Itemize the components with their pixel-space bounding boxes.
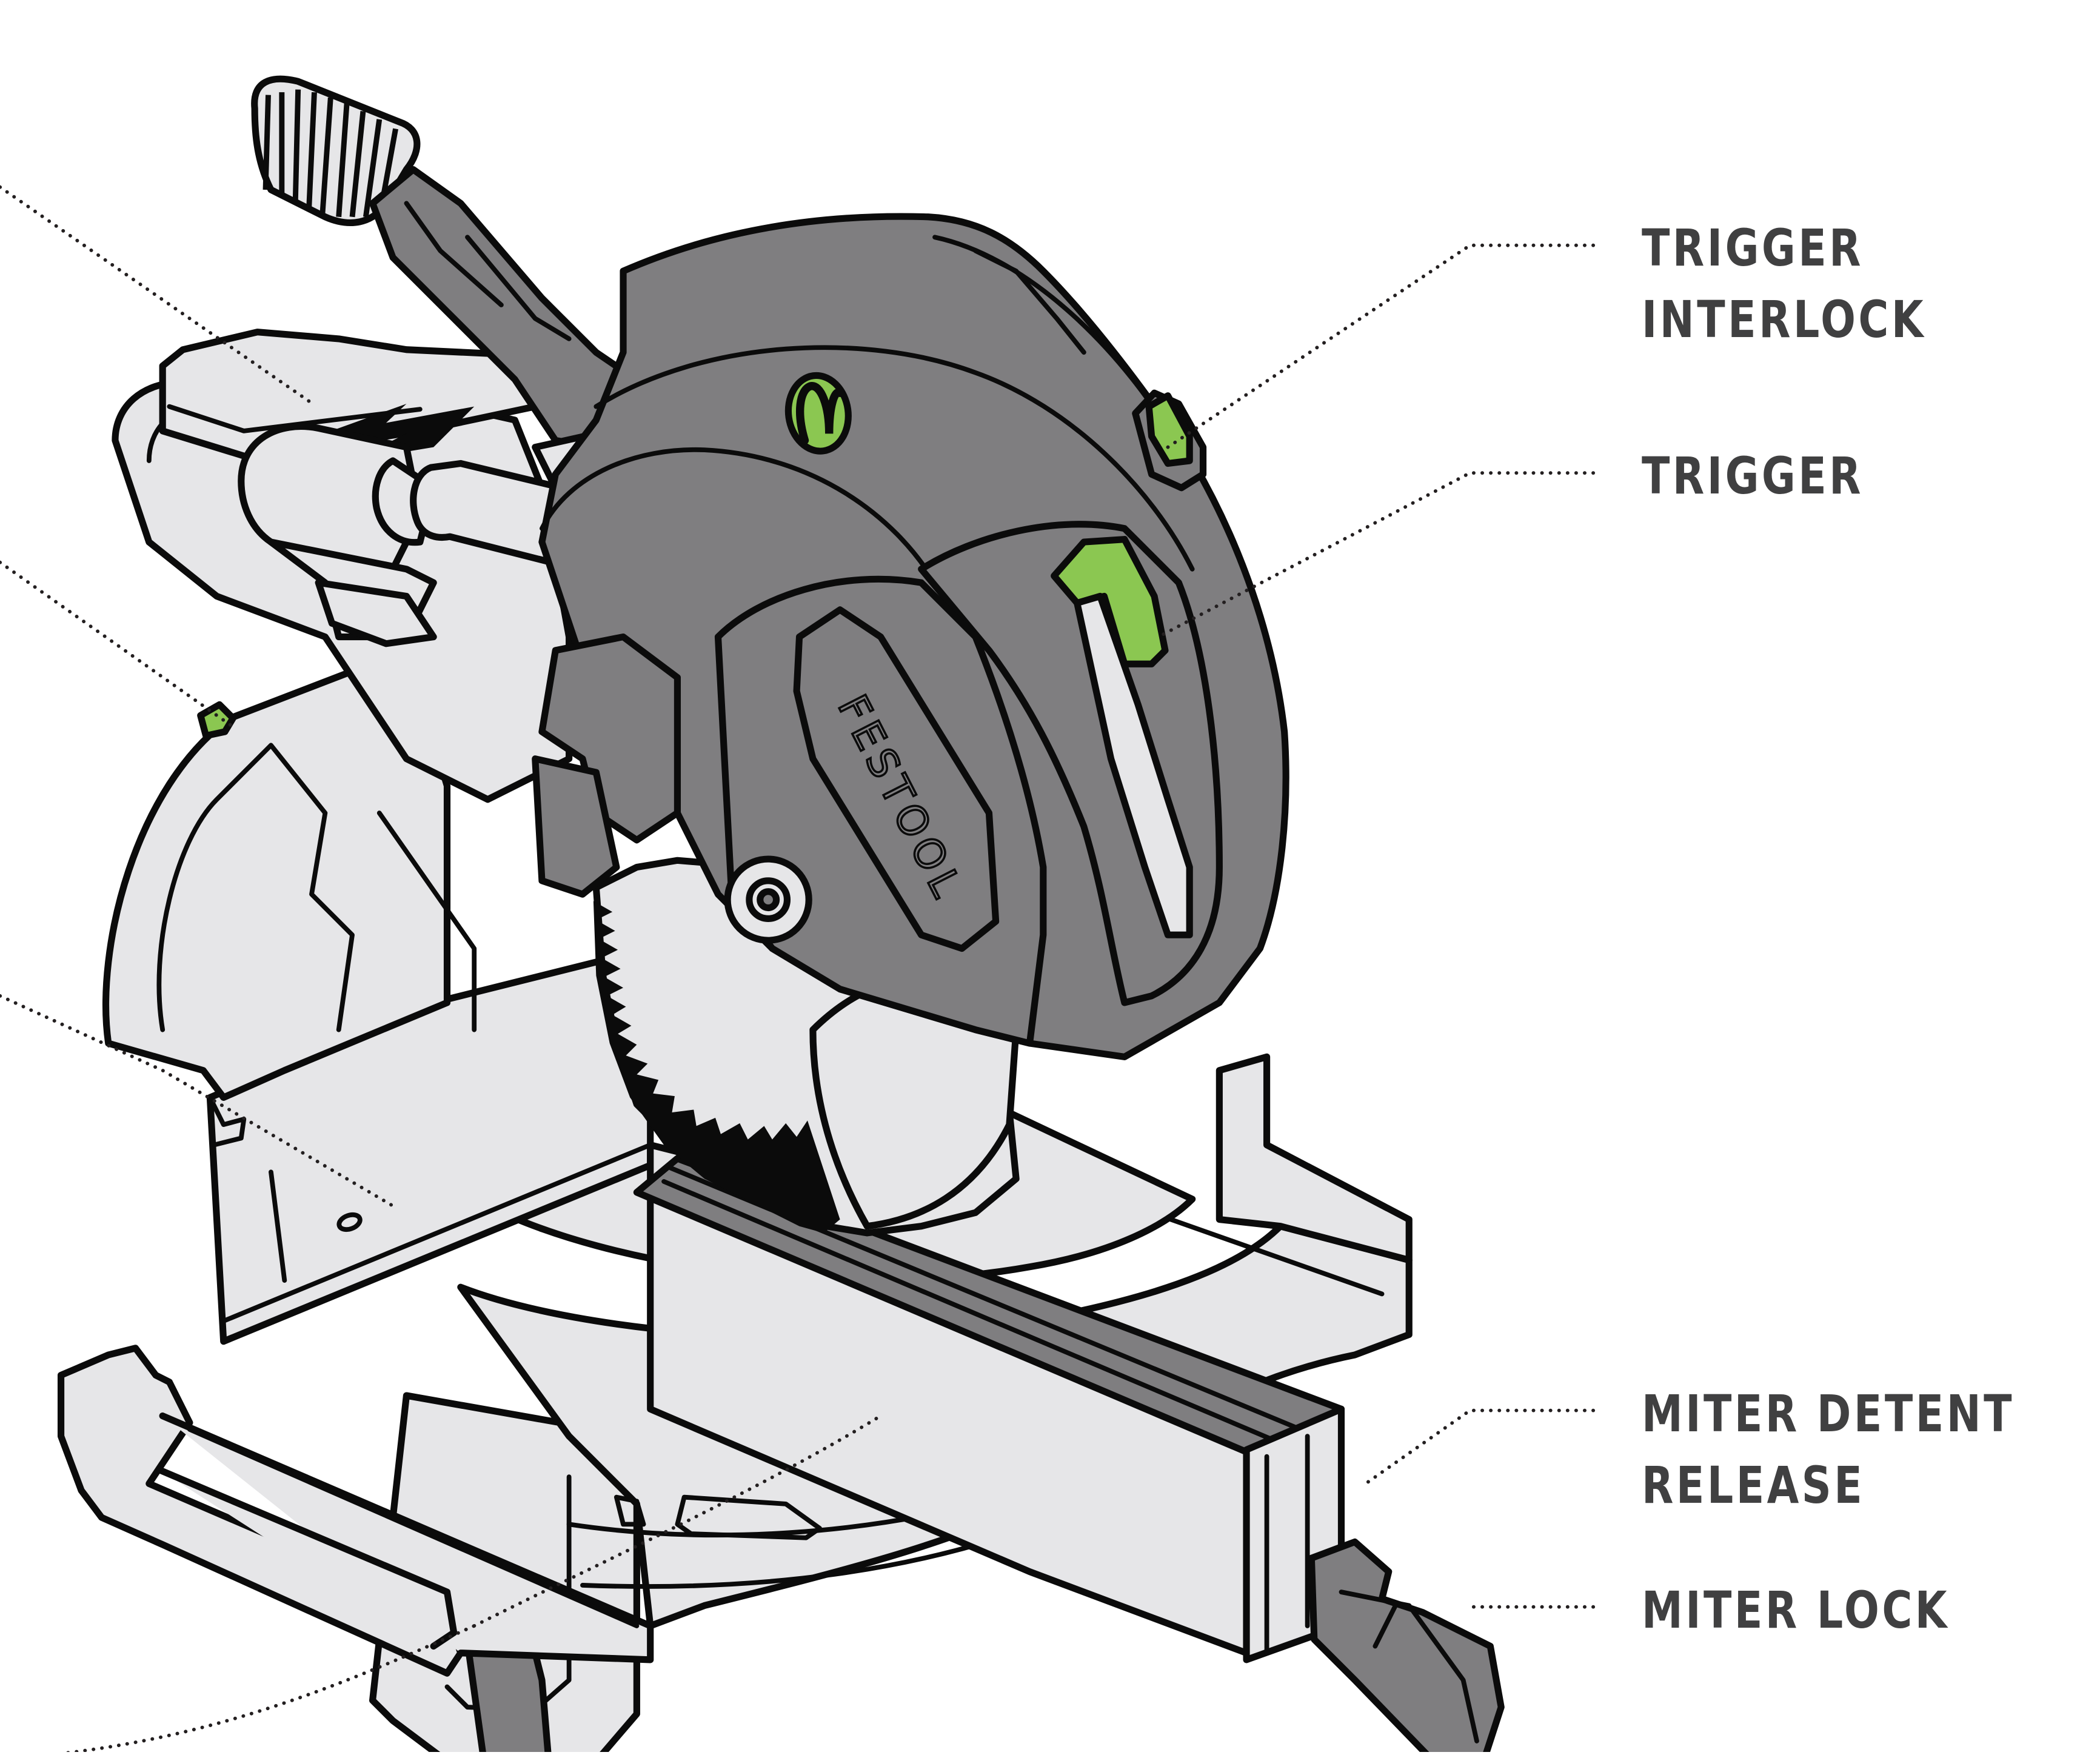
label-line: TRIGGER xyxy=(1642,446,1864,506)
saw-blade xyxy=(592,857,1020,1237)
label-line: RELEASE xyxy=(1642,1456,1865,1515)
leader-left-5 xyxy=(472,1414,883,1628)
leader-left-2 xyxy=(0,560,232,727)
label-line: INTERLOCK xyxy=(1642,290,1927,349)
leader-left-1 xyxy=(0,185,311,403)
leader-left-4 xyxy=(27,1624,477,1755)
label-trigger: TRIGGER xyxy=(1642,440,1864,512)
label-miter-lock: MITER LOCK xyxy=(1642,1574,1950,1646)
leader-trigger-interlock xyxy=(1166,243,1596,449)
table-extension xyxy=(57,1345,654,1677)
miter-lock-handle xyxy=(1308,1538,1505,1755)
leader-trigger xyxy=(1156,471,1596,639)
motor-housing xyxy=(532,213,1289,1060)
leader-lines-left xyxy=(0,185,883,1755)
label-line: MITER DETENT xyxy=(1642,1384,2015,1443)
right-fence-rail xyxy=(633,1142,1345,1663)
label-trigger-interlock: TRIGGER INTERLOCK xyxy=(1642,212,1926,355)
label-line: MITER LOCK xyxy=(1642,1580,1950,1640)
leader-miter-detent-release xyxy=(1363,1408,1596,1486)
label-miter-detent-release: MITER DETENT RELEASE xyxy=(1642,1378,2015,1521)
label-line: TRIGGER xyxy=(1642,218,1864,278)
leader-left-3 xyxy=(0,994,395,1208)
leader-lines-right xyxy=(1156,243,1596,1609)
upper-frame xyxy=(112,329,789,803)
dust-hose xyxy=(251,75,630,492)
